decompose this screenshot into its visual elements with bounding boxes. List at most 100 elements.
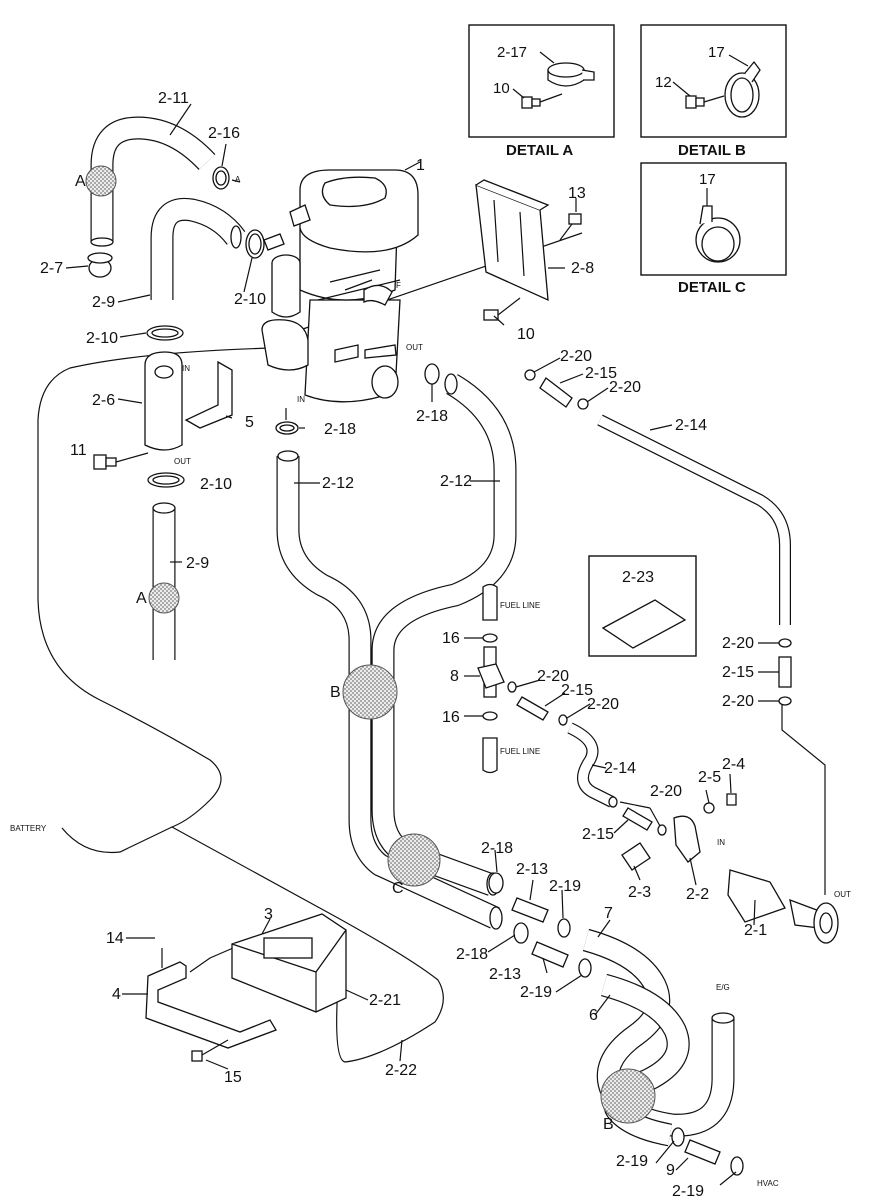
callout-2-10-top: 2-10 <box>234 291 266 308</box>
small-labels: IN OUT IN OUT IN OUT F A FUEL LINE FUEL … <box>10 175 851 1188</box>
label-out-pump: OUT <box>834 890 851 899</box>
detail-a-title: DETAIL A <box>506 142 573 159</box>
callout-11: 11 <box>70 442 87 459</box>
fuel-pump-2-1 <box>608 793 839 944</box>
callout-2-12-left: 2-12 <box>322 475 354 492</box>
callout-4: 4 <box>112 986 121 1003</box>
manual-2-23 <box>588 555 697 657</box>
label-in-heater: IN <box>297 395 305 404</box>
callout-2-17-detail-a: 2-17 <box>497 44 527 61</box>
callout-labels: 1 2-11 2-16 2-7 2-9 2-10 2-10 2-10 13 2-… <box>40 90 767 1200</box>
clamp-2-17-icon <box>547 62 595 87</box>
bolt-15-icon <box>191 1039 229 1062</box>
hose-2-12-left <box>276 450 503 930</box>
callout-7: 7 <box>604 905 613 922</box>
marker-a-bottom: A <box>136 590 147 607</box>
callout-10-detail-a: 10 <box>493 80 510 97</box>
callout-2-18-right: 2-18 <box>416 408 448 425</box>
marker-c: C <box>392 880 404 897</box>
callout-2-7: 2-7 <box>40 260 63 277</box>
callout-2-1: 2-1 <box>744 922 767 939</box>
hose-7 <box>582 928 735 1137</box>
label-out-heater: OUT <box>406 343 423 352</box>
hose-2-9-upper <box>150 197 246 300</box>
callout-17-detail-b: 17 <box>708 44 725 61</box>
callout-16-bottom: 16 <box>442 709 460 726</box>
label-f: F <box>396 281 401 290</box>
clamp-2-10-lower-icon <box>147 472 185 488</box>
callout-2-15-b: 2-15 <box>722 664 754 681</box>
label-in-pump: IN <box>717 838 725 847</box>
callout-2-20-f: 2-20 <box>587 696 619 713</box>
callout-2-10-left: 2-10 <box>86 330 118 347</box>
callout-2-20-g: 2-20 <box>650 783 682 800</box>
label-a-arrow: A <box>235 175 241 184</box>
detail-c-title: DETAIL C <box>678 279 746 296</box>
bolt-10-main-icon <box>483 297 521 321</box>
heater-unit-1 <box>261 169 419 403</box>
fuel-hose-2-14-top <box>597 414 791 625</box>
callout-2-15-c: 2-15 <box>561 682 593 699</box>
callout-2-23: 2-23 <box>622 569 654 586</box>
callout-2-20-c: 2-20 <box>722 635 754 652</box>
controller-3 <box>231 913 347 1013</box>
callout-2-6: 2-6 <box>92 392 115 409</box>
callout-2-12-right: 2-12 <box>440 473 472 490</box>
callout-13: 13 <box>568 185 586 202</box>
filter-2-6 <box>144 351 233 451</box>
callout-2-20-e: 2-20 <box>537 668 569 685</box>
label-out-filter: OUT <box>174 457 191 466</box>
callout-16-top: 16 <box>442 630 460 647</box>
bolt-13-icon <box>559 213 582 241</box>
callout-2-18-d: 2-18 <box>456 946 488 963</box>
clamp-2-18-top-icon <box>275 421 299 435</box>
fuel-line-assembly <box>477 583 568 774</box>
clamp-2-16-icon <box>212 166 230 190</box>
detail-b-title: DETAIL B <box>678 142 746 159</box>
callout-2-8: 2-8 <box>571 260 594 277</box>
bolt-10-icon <box>521 93 563 109</box>
hose-2-9-lower <box>152 502 176 660</box>
fuel-joint-2-15-right <box>778 638 792 706</box>
callout-2-14-top: 2-14 <box>675 417 707 434</box>
label-fuel-line-bottom: FUEL LINE <box>500 747 540 756</box>
clamp-2-19-icon <box>557 918 744 1176</box>
callout-2-19-d: 2-19 <box>672 1183 704 1200</box>
label-battery: BATTERY <box>10 824 47 833</box>
bracket-4 <box>145 948 277 1049</box>
leader-lines <box>65 103 779 1186</box>
callout-2-5: 2-5 <box>698 769 721 786</box>
clamp-17-detail-b-icon <box>724 60 761 118</box>
callout-17-detail-c: 17 <box>699 171 716 188</box>
callout-2-13-b: 2-13 <box>489 966 521 983</box>
callout-2-11: 2-11 <box>158 90 189 107</box>
pipe-2-13-icon <box>511 897 569 968</box>
callout-6: 6 <box>589 1007 598 1024</box>
callout-2-22: 2-22 <box>385 1062 417 1079</box>
callout-2-13-a: 2-13 <box>516 861 548 878</box>
fuel-joint-2-15-top <box>524 369 589 410</box>
callout-2-21: 2-21 <box>369 992 401 1009</box>
callout-2-15-d: 2-15 <box>582 826 614 843</box>
callout-8: 8 <box>450 668 459 685</box>
callout-2-10-lower: 2-10 <box>200 476 232 493</box>
clamp-2-18-right-icon <box>424 363 440 385</box>
clamp-2-10-top-icon <box>245 229 265 259</box>
label-fuel-line-top: FUEL LINE <box>500 601 540 610</box>
hose-2-12-right <box>371 373 517 896</box>
detail-markers <box>85 165 656 1124</box>
callout-2-19-a: 2-19 <box>549 878 581 895</box>
label-in-filter: IN <box>182 364 190 373</box>
callout-2-18-c: 2-18 <box>481 840 513 857</box>
callout-2-15-a: 2-15 <box>585 365 617 382</box>
callout-2-20-b: 2-20 <box>609 379 641 396</box>
fuel-hose-2-14-mid <box>567 722 615 808</box>
marker-letters: A A B B C <box>75 173 614 1133</box>
callout-2-9-lower: 2-9 <box>186 555 209 572</box>
callout-2-16: 2-16 <box>208 125 240 142</box>
callout-2-2: 2-2 <box>686 886 709 903</box>
callout-2-20-a: 2-20 <box>560 348 592 365</box>
detail-c-box: 17 DETAIL C <box>640 162 787 296</box>
callout-2-19-b: 2-19 <box>520 984 552 1001</box>
